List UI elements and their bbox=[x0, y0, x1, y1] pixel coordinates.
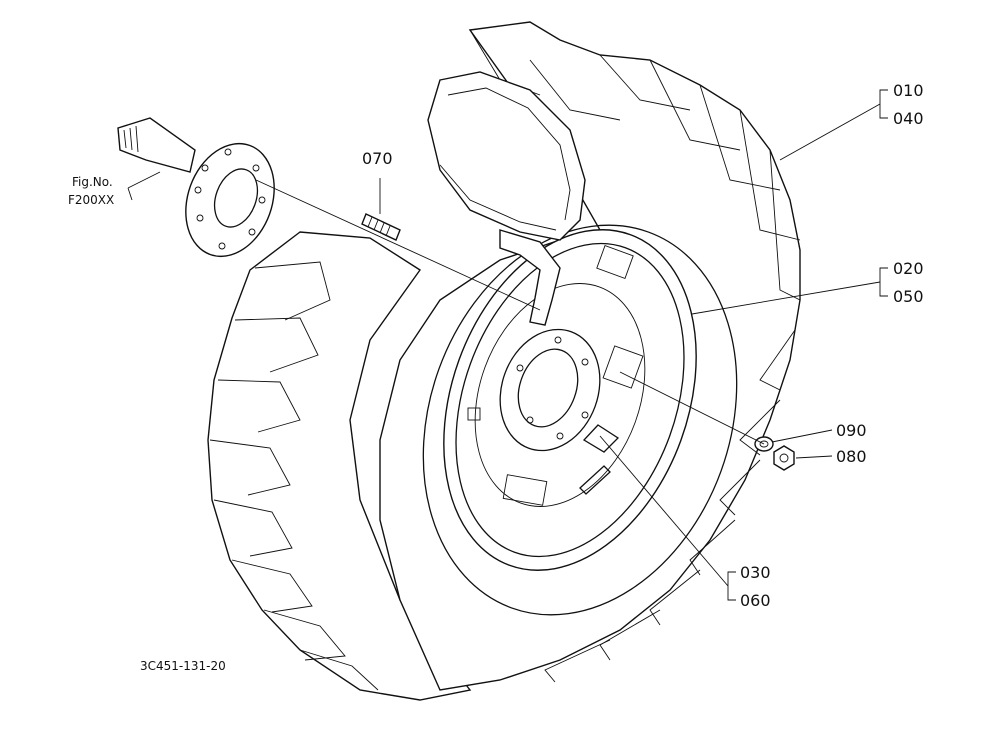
axle-shaft bbox=[117, 117, 275, 258]
callout-070: 070 bbox=[362, 149, 393, 168]
callout-090: 090 bbox=[836, 421, 867, 440]
stud-bolt-070 bbox=[361, 213, 401, 241]
drawing-id: 3C451-131-20 bbox=[140, 659, 226, 673]
callout-020: 020 bbox=[893, 259, 924, 278]
figure-ref-line2: F200XX bbox=[68, 193, 114, 207]
figure-ref-line1: Fig.No. bbox=[72, 175, 113, 189]
wheel-rim bbox=[443, 229, 697, 571]
tire-left-tread bbox=[207, 231, 472, 701]
callout-040: 040 bbox=[893, 109, 924, 128]
nut-080 bbox=[773, 445, 795, 471]
callout-060: 060 bbox=[740, 591, 771, 610]
leader-lines bbox=[127, 89, 888, 601]
fender bbox=[427, 71, 586, 326]
callout-080: 080 bbox=[836, 447, 867, 466]
callout-050: 050 bbox=[893, 287, 924, 306]
callout-010: 010 bbox=[893, 81, 924, 100]
callout-030: 030 bbox=[740, 563, 771, 582]
